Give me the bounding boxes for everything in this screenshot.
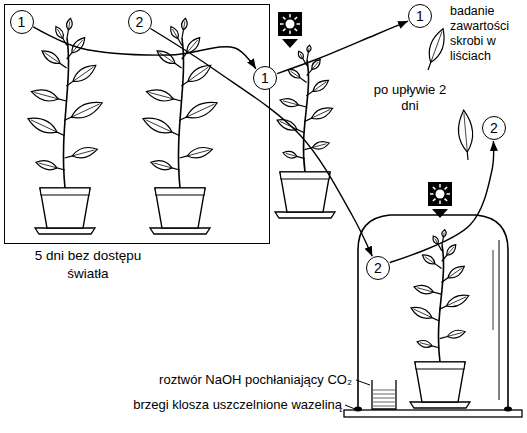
leaf [282, 150, 305, 162]
jar-reflection [499, 240, 500, 400]
leader-line [345, 405, 355, 409]
callout-circle: 1 [408, 4, 432, 28]
leaf [62, 97, 105, 125]
flow-arrow [33, 27, 255, 69]
leaf [64, 18, 73, 39]
leaf [304, 77, 330, 99]
beaker [372, 380, 396, 409]
vaseline-seal [504, 407, 512, 412]
callout-number: 2 [374, 261, 382, 275]
callout-number: 1 [261, 71, 269, 85]
note-label: po upływie 2 dni [372, 82, 448, 113]
light-symbol [278, 12, 302, 48]
leaf [457, 110, 475, 161]
bell-jar [358, 215, 508, 411]
light-symbol [428, 182, 452, 218]
leaf [439, 328, 467, 342]
flow-arrow [150, 29, 372, 257]
leaf [179, 18, 188, 39]
callout-label: roztwór NaOH pochłaniający CO₂ [159, 372, 352, 388]
jar-reflection [493, 250, 494, 330]
leaf [150, 158, 181, 174]
box-heading: 5 dni bez dostępu światła [13, 247, 163, 283]
callout-circle: 2 [366, 256, 390, 280]
leaf [437, 291, 471, 313]
naoh-solution [373, 390, 395, 406]
leaf [439, 263, 467, 286]
note-label: badanie zawartości skrobi w liściach [450, 4, 524, 64]
potted-plant [409, 229, 471, 408]
leader-line [356, 380, 370, 385]
callout-number: 2 [136, 15, 144, 29]
leaf [141, 114, 182, 141]
leaf [305, 45, 312, 61]
leaf [421, 252, 444, 271]
leaf [35, 158, 66, 174]
leaf [178, 145, 213, 163]
leaf [302, 104, 334, 125]
leaf [422, 27, 449, 73]
leaf [279, 96, 307, 110]
leaf [30, 87, 67, 106]
leaf [63, 61, 98, 90]
callout-circle: 2 [128, 10, 152, 34]
base-plate [344, 410, 522, 417]
leaf [63, 145, 98, 163]
leaf [155, 47, 184, 71]
leaf [177, 97, 220, 125]
callout-number: 2 [490, 121, 498, 135]
callout-label: brzegi klosza uszczelnione wazeliną [133, 397, 342, 413]
leaf [439, 243, 458, 264]
leaf [416, 339, 440, 351]
callout-circle: 1 [10, 10, 34, 34]
dark-room-box: 5 dni bez dostępu światła12 [4, 4, 270, 244]
flow-arrow [390, 141, 494, 263]
leaf [413, 283, 442, 298]
leaf [145, 87, 182, 106]
leaf [40, 47, 69, 71]
callout-number: 1 [18, 15, 26, 29]
potted-plant [141, 18, 220, 234]
callout-number: 1 [416, 9, 424, 23]
flow-arrow [277, 21, 408, 74]
callout-circle: 1 [253, 66, 277, 90]
leaf [26, 114, 67, 141]
callout-circle: 2 [482, 116, 506, 140]
vaseline-seal [354, 407, 362, 412]
leaf [304, 140, 330, 153]
leaf [409, 304, 441, 325]
